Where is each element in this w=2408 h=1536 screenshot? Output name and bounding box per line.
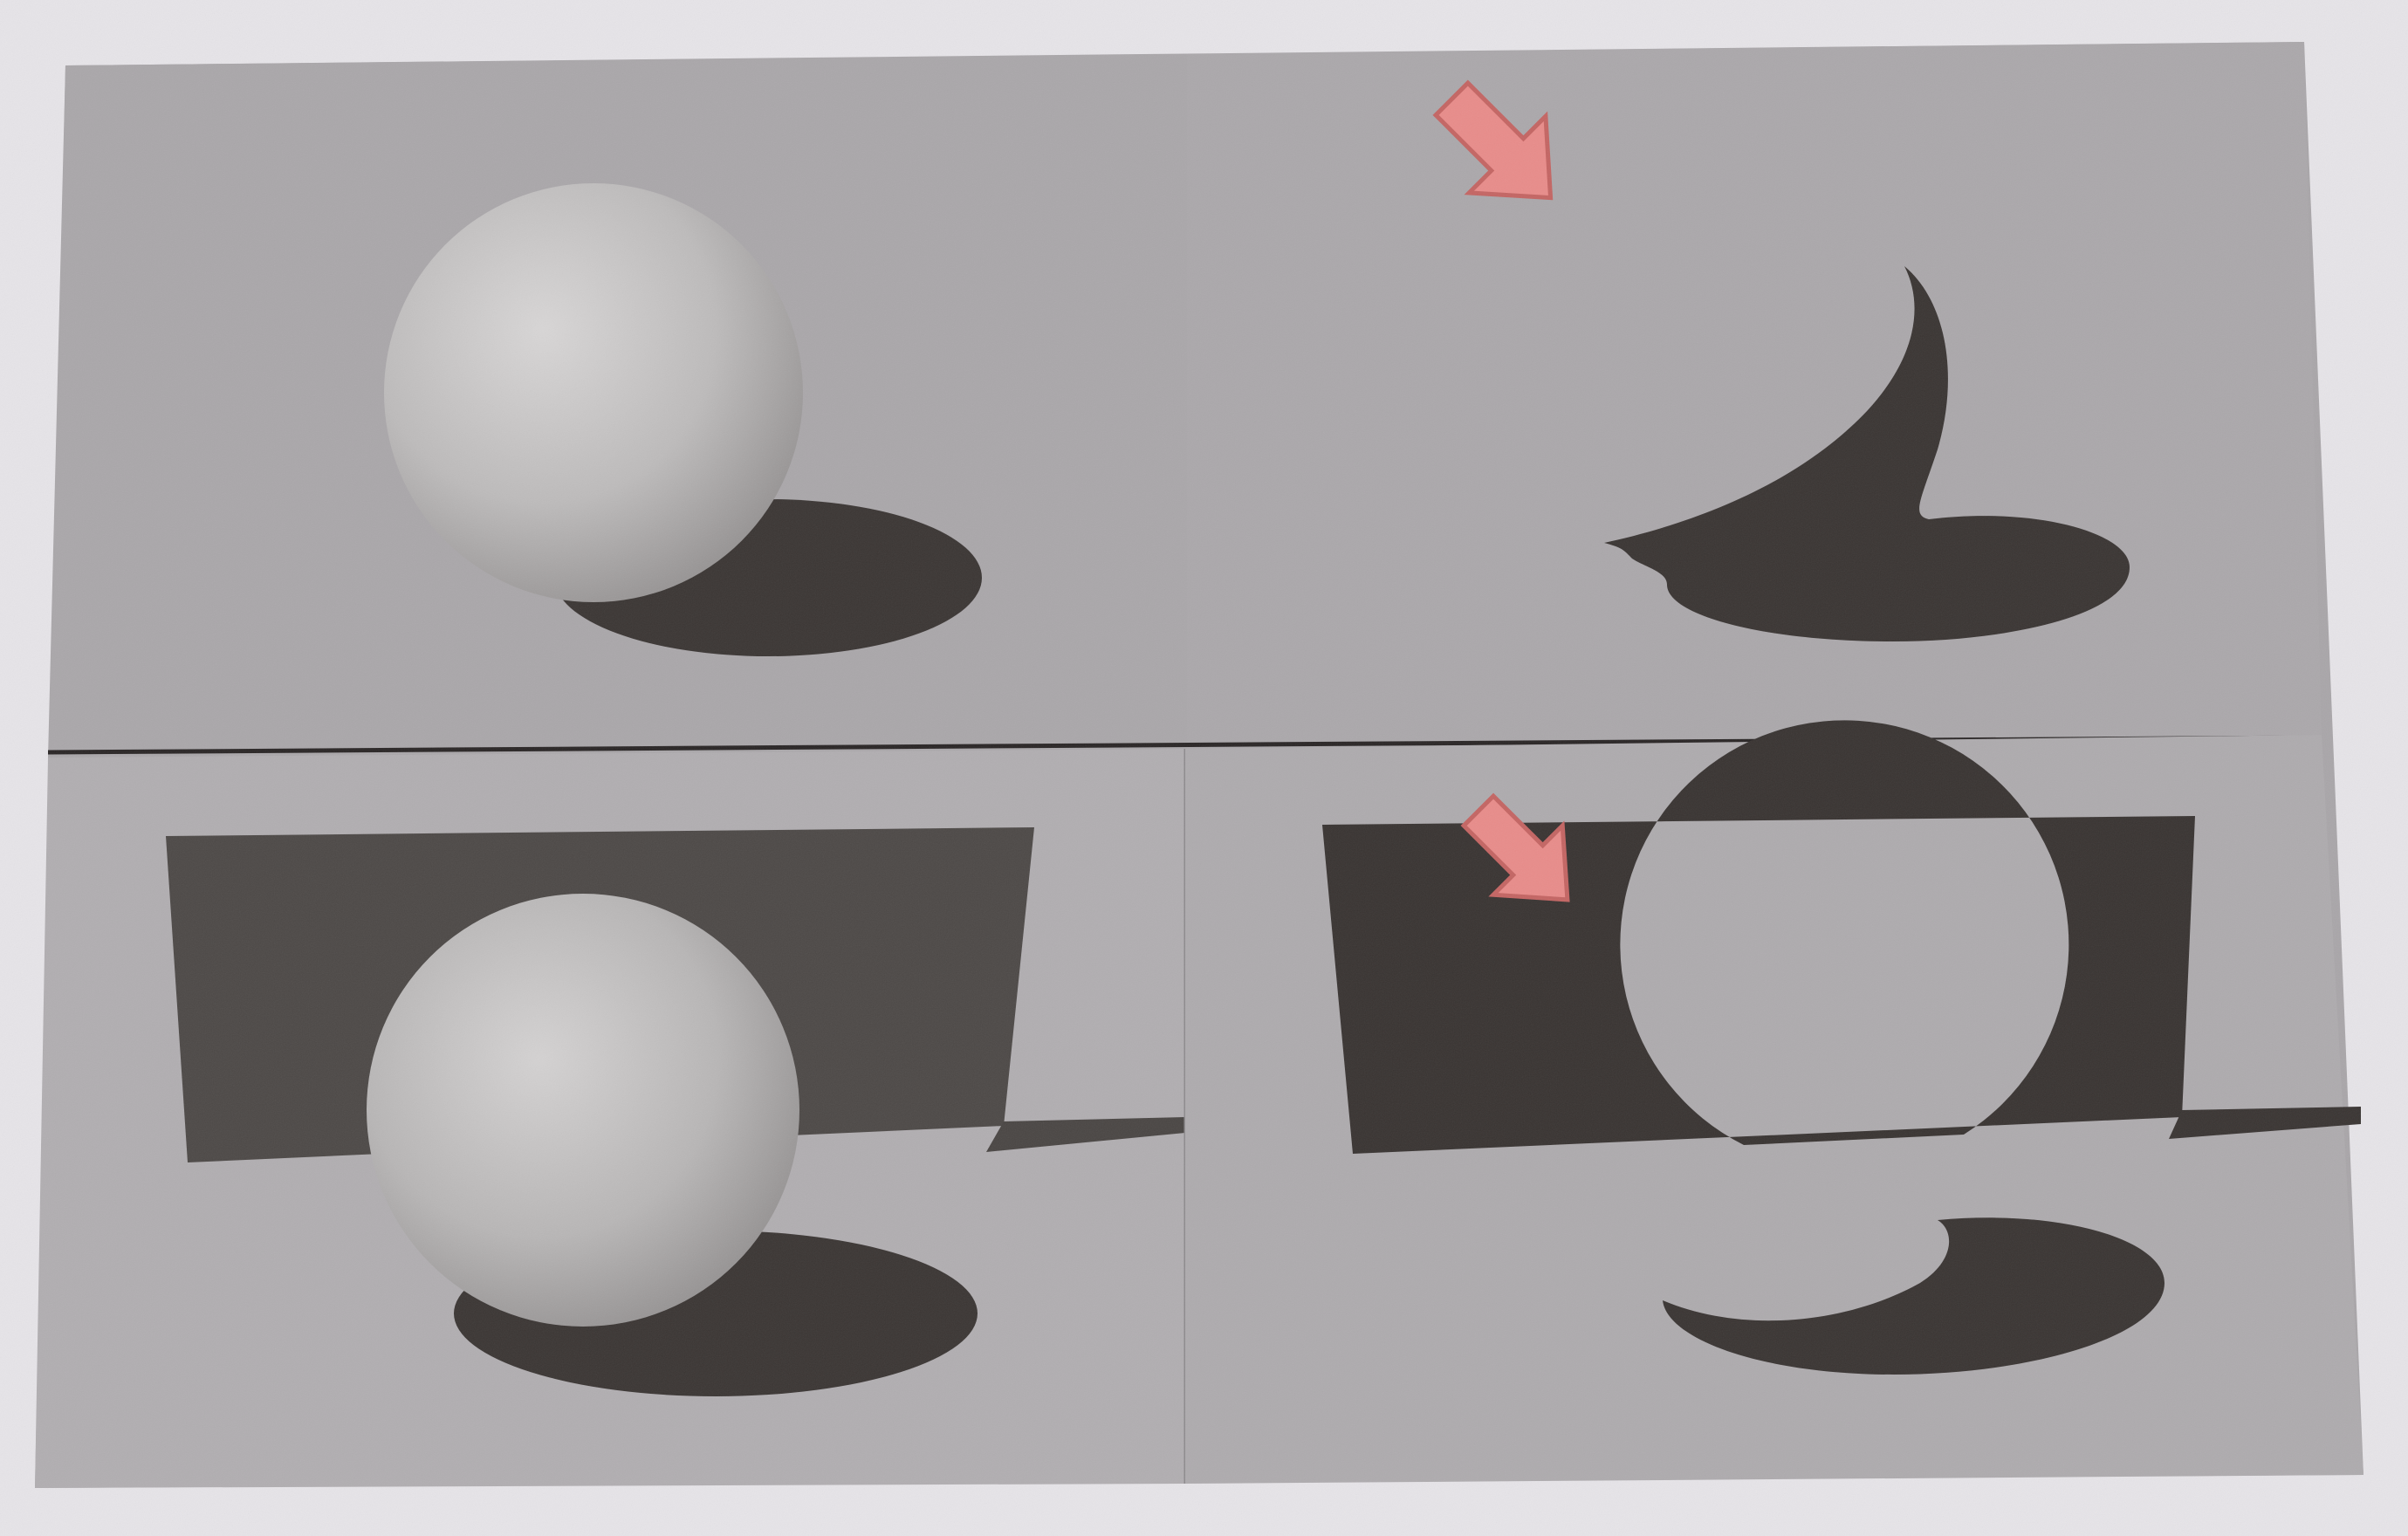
photo-scene (0, 0, 2408, 1536)
grain-overlay (0, 0, 2408, 1536)
